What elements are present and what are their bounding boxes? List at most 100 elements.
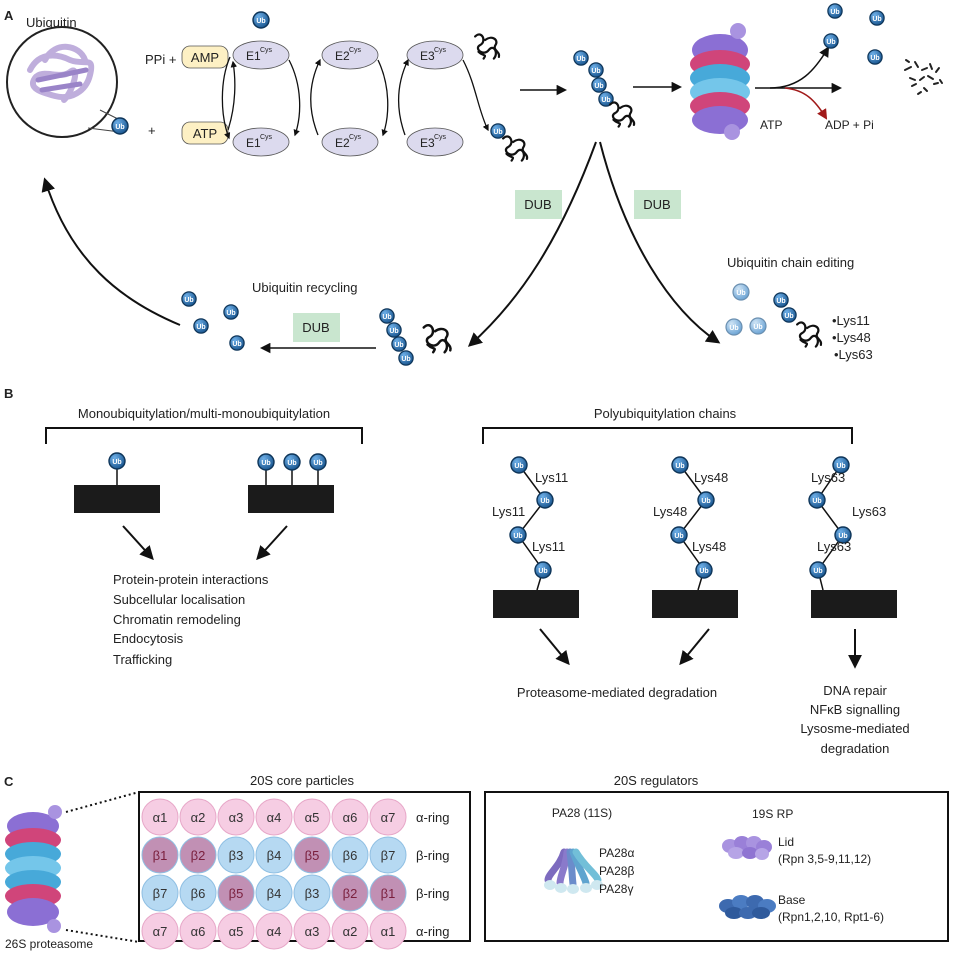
subunit-label-0-2: α3	[229, 810, 244, 825]
proteasome-c	[5, 805, 62, 933]
svg-text:degradation: degradation	[821, 741, 890, 756]
zoom-line-top	[65, 791, 140, 813]
subunit-label-2-4: β3	[305, 886, 320, 901]
chain-before-recycling: Ub Ub Ub Ub	[379, 308, 452, 366]
svg-text:Ub: Ub	[514, 463, 523, 470]
subunit-3-0	[141, 912, 179, 950]
svg-text:E2: E2	[335, 49, 350, 63]
edit-lys11: •Lys11	[832, 313, 870, 328]
recycling-label: Ubiquitin recycling	[252, 280, 358, 295]
subunit-1-4	[293, 836, 331, 874]
panel-c-label: C	[4, 774, 14, 789]
edit-lys48: •Lys48	[832, 330, 871, 345]
e3-bottom: E3 Cys	[406, 127, 464, 157]
svg-text:Ub: Ub	[830, 9, 839, 16]
subunit-label-2-2: β5	[229, 886, 244, 901]
subunit-0-0	[141, 798, 179, 836]
svg-text:Ub: Ub	[591, 68, 600, 75]
subunit-label-3-5: α2	[343, 924, 358, 939]
pa28-beta: PA28β	[599, 864, 634, 878]
amp-box: AMP	[181, 45, 229, 69]
subunit-2-3	[255, 874, 293, 912]
svg-text:Cys: Cys	[260, 134, 273, 141]
subunit-2-1	[179, 874, 217, 912]
svg-text:Ub: Ub	[382, 314, 391, 321]
subunit-3-1	[179, 912, 217, 950]
subunit-1-0	[141, 836, 179, 874]
panel-a-label: A	[4, 8, 14, 23]
subunit-label-1-1: β2	[191, 848, 206, 863]
svg-text:Cys: Cys	[260, 47, 273, 54]
dub-box-recycling: DUB	[293, 313, 340, 342]
subunit-label-1-5: β6	[343, 848, 358, 863]
lys63-chain: Ub Ub Ub Ub	[808, 456, 897, 618]
subunit-label-0-0: α1	[153, 810, 168, 825]
lys63-label-3: Lys63	[817, 539, 851, 554]
svg-text:Endocytosis: Endocytosis	[113, 631, 184, 646]
svg-text:Lysosme-mediated: Lysosme-mediated	[800, 721, 909, 736]
svg-text:Ub: Ub	[287, 460, 296, 467]
panel-b-label: B	[4, 386, 13, 401]
lys63-label-2: Lys63	[852, 504, 886, 519]
edit-lys63: •Lys63	[834, 347, 873, 362]
subunit-0-6	[369, 798, 407, 836]
subunit-label-1-3: β4	[267, 848, 282, 863]
poly-title: Polyubiquitylation chains	[594, 406, 737, 421]
svg-text:Ub: Ub	[232, 341, 241, 348]
subunit-2-6	[369, 874, 407, 912]
proteasome-a	[690, 23, 750, 140]
svg-text:ATP: ATP	[193, 126, 217, 141]
subunit-label-1-2: β3	[229, 848, 244, 863]
svg-text:E2: E2	[335, 136, 350, 150]
proteasome-degradation-label: Proteasome-mediated degradation	[517, 685, 717, 700]
svg-text:Ub: Ub	[313, 460, 322, 467]
svg-text:Ub: Ub	[826, 39, 835, 46]
multi-mono-substrate: Ub Ub Ub	[248, 453, 334, 513]
svg-text:Ub: Ub	[226, 310, 235, 317]
subunit-label-1-0: β1	[153, 848, 168, 863]
subunit-2-2	[217, 874, 255, 912]
subunit-label-2-3: β4	[267, 886, 282, 901]
svg-text:Ub: Ub	[812, 498, 821, 505]
subunit-0-4	[293, 798, 331, 836]
lid-label: Lid	[778, 835, 794, 849]
svg-text:Ub: Ub	[196, 324, 205, 331]
ubiquitin-structure	[6, 26, 121, 138]
pa28-title: PA28 (11S)	[552, 806, 612, 820]
subunit-label-2-6: β1	[381, 886, 396, 901]
lys48-arrow	[679, 628, 710, 666]
base-label: Base	[778, 893, 806, 907]
pa28-gamma: PA28γ	[599, 882, 633, 896]
subunit-0-3	[255, 798, 293, 836]
svg-text:Subcellular localisation: Subcellular localisation	[113, 592, 245, 607]
svg-text:Ub: Ub	[699, 568, 708, 575]
subunit-label-3-2: α5	[229, 924, 244, 939]
subunit-3-5	[331, 912, 369, 950]
monoubiquitinated-substrate: Ub	[490, 123, 529, 162]
svg-text:Ub: Ub	[256, 18, 265, 25]
dub-box-right: DUB	[634, 190, 681, 219]
ring-label-2: β-ring	[416, 886, 449, 901]
subunit-1-2	[217, 836, 255, 874]
svg-text:Ub: Ub	[736, 290, 745, 297]
dub-arrow-left	[467, 141, 597, 347]
svg-text:Trafficking: Trafficking	[113, 652, 172, 667]
svg-text:NFκB signalling: NFκB signalling	[810, 702, 900, 717]
svg-text:Ub: Ub	[729, 325, 738, 332]
zoom-line-bottom	[65, 929, 140, 943]
lys63-function-list: DNA repair NFκB signalling Lysosme-media…	[800, 683, 909, 756]
atp-box: ATP	[181, 121, 229, 145]
svg-text:Ub: Ub	[115, 124, 124, 131]
lys48-label-2: Lys48	[653, 504, 687, 519]
atp-label: ATP	[760, 118, 782, 132]
mono-arrow-right	[256, 525, 288, 561]
peptide-fragments	[904, 59, 943, 95]
svg-text:Ub: Ub	[184, 297, 193, 304]
subunit-2-0	[141, 874, 179, 912]
svg-text:Ub: Ub	[493, 129, 502, 136]
e3-top: E3 Cys	[406, 40, 464, 70]
base-detail: (Rpn1,2,10, Rpt1-6)	[778, 910, 884, 924]
adp-pi-label: ADP + Pi	[825, 118, 874, 132]
svg-text:Ub: Ub	[513, 533, 522, 540]
